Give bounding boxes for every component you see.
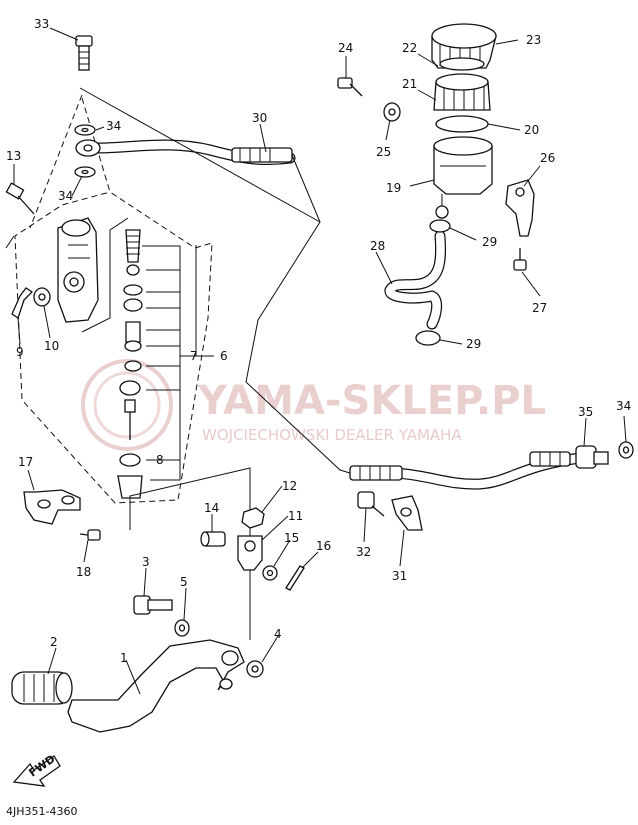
hose-35 bbox=[349, 445, 609, 490]
watermark-logo bbox=[81, 359, 173, 451]
callout-31: 31 bbox=[392, 569, 407, 583]
bolt-13 bbox=[5, 182, 35, 215]
callout-27: 27 bbox=[532, 301, 547, 315]
callout-3: 3 bbox=[142, 555, 150, 569]
piston-kit-6 bbox=[117, 229, 143, 499]
watermark-title: YAMA-SKLEP.PL bbox=[197, 378, 546, 424]
callout-15: 15 bbox=[284, 531, 299, 545]
callout-13: 13 bbox=[6, 149, 21, 163]
callout-19: 19 bbox=[386, 181, 401, 195]
callout-34-c: 34 bbox=[616, 399, 631, 413]
master-cylinder-body bbox=[57, 217, 99, 323]
callout-2: 2 bbox=[50, 635, 58, 649]
clamp-29-lower bbox=[415, 330, 441, 346]
callout-32: 32 bbox=[356, 545, 371, 559]
callout-17: 17 bbox=[18, 455, 33, 469]
callout-11: 11 bbox=[288, 509, 303, 523]
washer-5 bbox=[174, 619, 190, 637]
bolt-27 bbox=[513, 248, 527, 271]
reservoir-cap-21 bbox=[433, 73, 491, 111]
bolt-33 bbox=[75, 35, 93, 71]
cotter-pin-16 bbox=[285, 565, 305, 591]
pin-14 bbox=[200, 531, 226, 547]
callout-12: 12 bbox=[282, 479, 297, 493]
bleed-screw-9 bbox=[11, 287, 34, 320]
diagram-code: 4JH351-4360 bbox=[6, 805, 77, 818]
callout-10: 10 bbox=[44, 339, 59, 353]
washer-34-right bbox=[618, 441, 634, 459]
callout-24: 24 bbox=[338, 41, 353, 55]
callout-9: 9 bbox=[16, 345, 24, 359]
callouts: 33 34 34 13 9 10 7 6 8 30 24 22 23 21 20… bbox=[6, 17, 631, 665]
bracket-26 bbox=[505, 179, 535, 237]
washer-25 bbox=[383, 102, 401, 122]
callout-34-b: 34 bbox=[58, 189, 73, 203]
brake-hose-30 bbox=[75, 139, 296, 166]
callout-25: 25 bbox=[376, 145, 391, 159]
bolt-32 bbox=[357, 491, 385, 517]
bolt-18 bbox=[79, 529, 101, 541]
callout-6: 6 bbox=[220, 349, 228, 363]
callout-18: 18 bbox=[76, 565, 91, 579]
diaphragm-20 bbox=[435, 115, 489, 133]
washer-15 bbox=[262, 565, 278, 581]
nut-12 bbox=[241, 507, 265, 529]
callout-16: 16 bbox=[316, 539, 331, 553]
clip-31 bbox=[391, 495, 423, 531]
pedal-rubber-2 bbox=[11, 671, 73, 705]
callout-20: 20 bbox=[524, 123, 539, 137]
dust-boot bbox=[117, 475, 143, 499]
callout-21: 21 bbox=[402, 77, 417, 91]
reservoir-tank-19 bbox=[433, 136, 493, 219]
callout-22: 22 bbox=[402, 41, 417, 55]
washer-4 bbox=[246, 660, 264, 678]
bracket-17 bbox=[23, 489, 81, 525]
brake-pedal-1 bbox=[67, 639, 245, 733]
callout-29-lower: 29 bbox=[466, 337, 481, 351]
hose-route-line bbox=[79, 87, 361, 477]
callout-4: 4 bbox=[274, 627, 282, 641]
clevis-11 bbox=[237, 535, 263, 571]
diaphragm-plate-22 bbox=[439, 57, 485, 71]
callout-7: 7 bbox=[190, 349, 198, 363]
watermark: YAMA-SKLEP.PL WOJCIECHOWSKI DEALER YAMAH… bbox=[81, 359, 546, 451]
watermark-subtitle: WOJCIECHOWSKI DEALER YAMAHA bbox=[202, 426, 462, 444]
kit-brackets bbox=[81, 217, 214, 481]
bolt-24 bbox=[337, 77, 363, 97]
callout-23: 23 bbox=[526, 33, 541, 47]
callout-29-upper: 29 bbox=[482, 235, 497, 249]
callout-1: 1 bbox=[120, 651, 128, 665]
callout-5: 5 bbox=[180, 575, 188, 589]
circlip-8 bbox=[119, 453, 141, 467]
cap-10 bbox=[33, 287, 51, 307]
callout-35: 35 bbox=[578, 405, 593, 419]
fwd-arrow-icon: FWD bbox=[12, 752, 61, 787]
bolt-3 bbox=[133, 595, 173, 615]
callout-30: 30 bbox=[252, 111, 267, 125]
callout-8: 8 bbox=[156, 453, 164, 467]
callout-33: 33 bbox=[34, 17, 49, 31]
clamp-29-upper bbox=[429, 219, 451, 233]
callout-28: 28 bbox=[370, 239, 385, 253]
callout-14: 14 bbox=[204, 501, 219, 515]
callout-34-a: 34 bbox=[106, 119, 121, 133]
leader-lines bbox=[5, 27, 627, 695]
callout-26: 26 bbox=[540, 151, 555, 165]
hose-28 bbox=[384, 230, 447, 330]
